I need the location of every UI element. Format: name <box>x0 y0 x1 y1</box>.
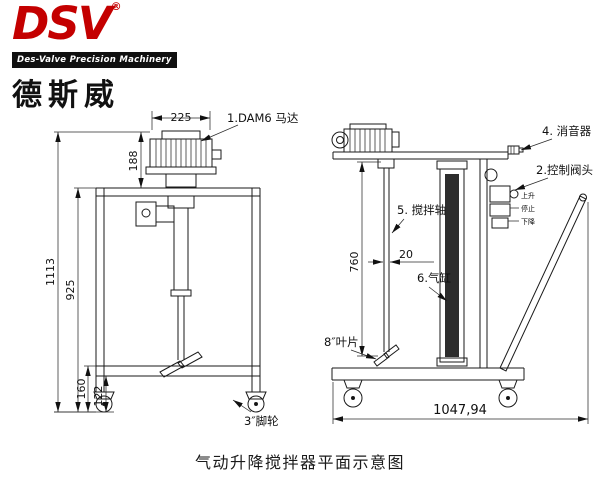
dim-lines-base-height <box>84 365 96 412</box>
dim-base-height: 160 <box>75 379 88 400</box>
dim-lines-frame-height <box>74 187 96 412</box>
side-base <box>331 367 525 381</box>
dim-lines-motor-width <box>151 111 211 130</box>
front-callouts: 1.DAM6 马达 3″脚轮 <box>200 111 299 428</box>
dim-shaft-length: 760 <box>348 252 361 273</box>
label-control-head: 2.控制阀头 <box>536 163 593 177</box>
logo-dsv-text: DSV <box>12 0 113 50</box>
dim-lines-overall-height <box>54 131 134 413</box>
dim-lines-caster-height <box>54 376 114 413</box>
side-air-cylinder <box>436 160 468 367</box>
logo-tagline: Des-Valve Precision Machinery <box>12 52 177 69</box>
control-head-leader-line <box>514 177 549 191</box>
label-motor: 1.DAM6 马达 <box>227 111 299 125</box>
side-dimensions: 760 20 1047,94 <box>332 161 589 424</box>
front-view: 225 188 1113 925 <box>44 111 299 428</box>
front-frame <box>95 187 261 392</box>
registered-mark-icon: ® <box>110 0 122 13</box>
dim-caster-height: 122 <box>92 386 105 407</box>
dim-motor-height: 188 <box>127 151 140 172</box>
diagram-caption: 气动升降搅拌器平面示意图 <box>194 453 405 472</box>
side-guide-column <box>479 159 498 368</box>
side-blade <box>373 344 400 367</box>
logo: DSV® Des-Valve Precision Machinery 德斯威 <box>12 0 177 114</box>
front-casters <box>93 391 267 413</box>
label-control-up: 上升 <box>521 191 535 200</box>
label-caster: 3″脚轮 <box>244 414 279 428</box>
label-muffler: 4. 消音器 <box>542 124 592 138</box>
side-agitator-shaft <box>377 158 395 352</box>
side-motor <box>331 123 400 153</box>
muffler-leader-line <box>520 138 553 151</box>
logo-wordmark: DSV® <box>12 0 177 47</box>
dim-overall-height: 1113 <box>44 258 57 286</box>
front-motor <box>145 130 222 188</box>
dim-motor-width: 225 <box>171 111 192 124</box>
blade-leader-line <box>350 349 377 360</box>
dim-lines-motor-height <box>134 131 150 188</box>
side-top-plate <box>332 151 509 160</box>
side-muffler <box>507 145 524 155</box>
side-view: 760 20 1047,94 4. 消音器 2.控制阀头 <box>324 123 593 424</box>
cylinder-leader-line <box>428 286 448 302</box>
label-control-stop: 停止 <box>521 204 535 213</box>
label-agitator-shaft: 5. 搅拌轴 <box>397 203 446 217</box>
front-dimensions: 225 188 1113 925 <box>44 111 211 413</box>
side-control-head <box>489 185 519 229</box>
motor-leader-line <box>200 124 239 142</box>
caster-leader-line <box>232 399 252 413</box>
label-control-down: 下降 <box>521 217 535 226</box>
side-casters <box>343 379 518 408</box>
label-air-cylinder: 6.气缸 <box>417 271 451 285</box>
front-lift-clamp <box>135 201 175 227</box>
logo-chinese-name: 德斯威 <box>12 78 120 114</box>
side-callouts: 4. 消音器 2.控制阀头 5. 搅拌轴 6.气缸 8″叶片 上升 停止 下降 <box>324 124 593 360</box>
label-blade: 8″叶片 <box>324 335 359 349</box>
front-blade <box>159 351 203 378</box>
dim-lines-overall-width <box>332 202 589 424</box>
dim-frame-height: 925 <box>64 280 77 301</box>
dim-overall-width: 1047,94 <box>433 403 487 418</box>
shaft-leader-line <box>391 218 405 234</box>
dim-shaft-diameter: 20 <box>399 248 413 261</box>
side-handle <box>499 193 587 372</box>
front-agitator-shaft <box>170 208 192 360</box>
